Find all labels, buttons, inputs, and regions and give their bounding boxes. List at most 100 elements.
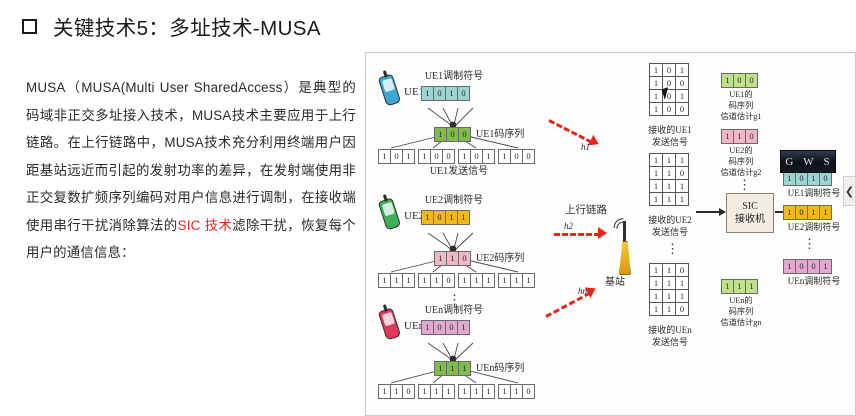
uplink-arrow-h1 (548, 119, 603, 150)
matrix-cell: 1 (662, 289, 676, 303)
sic-label-line2: 接收机 (735, 214, 765, 225)
bit-cell: 1 (819, 205, 832, 220)
ue2-est-line1: UE2的 (729, 146, 753, 155)
uen-est-line2: 码序列 (728, 307, 754, 316)
matrix-to-sic-line (696, 211, 720, 213)
matrix-cell: 1 (675, 89, 689, 103)
ue1-rx-label-1: 接收的UE1 (648, 125, 692, 135)
matrix-cell: 1 (662, 179, 676, 193)
ue1-rx-label-2: 发送信号 (651, 137, 688, 147)
paragraph-segment-2: 滤除干扰，恢复每个用户的通信信息： (26, 217, 356, 261)
uen-rx-label-1: 接收的UEn (648, 325, 692, 335)
ue1-mod-label: UE1调制符号 (424, 71, 484, 82)
estimates-ellipsis: ⋮ (738, 177, 751, 192)
ue1-mod-bits: 1 0 1 0 (421, 86, 470, 101)
matrix-cell: 1 (662, 302, 676, 316)
bit-cell: 1 (421, 320, 434, 335)
bit-group: 1 0 0 (418, 149, 455, 164)
ue2-mod-bits: 1 0 1 1 (421, 210, 470, 225)
matrix-cell: 1 (675, 192, 689, 206)
bit-cell: 0 (522, 149, 535, 164)
uen-mod-label: UEn调制符号 (424, 305, 484, 316)
matrix-cell: 1 (662, 153, 676, 167)
uplink-arrow-h2 (554, 227, 614, 239)
bit-group: 1 1 1 (458, 384, 495, 399)
paragraph-segment-1: MUSA（MUSA(Multi User SharedAccess）是典型的码域… (26, 80, 356, 233)
bit-cell: 1 (458, 361, 471, 376)
matrix-cell: 1 (649, 276, 663, 290)
uplink-label: 上行链路 (565, 205, 607, 216)
matrix-cell: 1 (662, 263, 676, 277)
bit-group: 1 0 1 (458, 149, 495, 164)
ue1-est-line2: 码序列 (728, 101, 754, 110)
musa-architecture-diagram: UE1 UE1调制符号 1 0 1 0 1 0 0 UE1码序列 1 0 1 1… (365, 52, 856, 416)
ue2-rx-label-2: 发送信号 (651, 227, 688, 237)
uen-code-estimate-bits: 1 1 1 (721, 279, 758, 294)
ue2-rx-label-1: 接收的UE2 (648, 215, 692, 225)
uen-output-label: UEn调制符号 (787, 276, 841, 286)
uen-phone-icon (377, 307, 402, 341)
sic-label-line1: SIC (742, 201, 758, 212)
uen-tx-signal: 1 1 0 1 1 1 1 1 1 1 1 0 (378, 384, 535, 399)
bit-group: 1 1 0 (378, 384, 415, 399)
sic-receiver-box: SIC 接收机 (726, 193, 774, 233)
bit-cell: 0 (522, 384, 535, 399)
matrix-cell: 1 (675, 276, 689, 290)
watermark-letter-s: S (823, 155, 831, 168)
ue2-tx-signal: 1 1 1 1 1 0 1 1 1 1 1 1 (378, 273, 535, 288)
bit-cell: 1 (510, 384, 523, 399)
bit-group: 1 1 1 (498, 273, 535, 288)
matrix-cell: 0 (662, 89, 676, 103)
hollow-square-bullet-icon (22, 18, 37, 34)
bit-group: 1 1 1 (418, 384, 455, 399)
bit-cell: 1 (402, 149, 415, 164)
matrix-cell: 1 (675, 289, 689, 303)
bit-cell: 0 (402, 384, 415, 399)
matrix-cell: 1 (675, 63, 689, 77)
uen-output-bits: 1 0 0 1 (783, 259, 832, 274)
ue1-code-label: UE1码序列 (476, 129, 525, 140)
channel-label-hn: hn (578, 286, 587, 296)
matrix-cell: 1 (649, 153, 663, 167)
ue2-mod-label: UE2调制符号 (424, 195, 484, 206)
matrix-cell: 0 (675, 102, 689, 116)
matrix-cell: 1 (649, 302, 663, 316)
ue2-est-line3: 信道估计g2 (720, 168, 762, 177)
matrix-cell: 1 (662, 276, 676, 290)
ue1-phone-icon (377, 73, 402, 107)
bit-cell: 0 (745, 129, 758, 144)
edge-collapse-arrow-button[interactable]: ❮ (843, 176, 856, 206)
uen-code-bits: 1 1 1 (434, 361, 471, 376)
ue2-device-label: UE2 (404, 210, 425, 222)
ue2-code-bits: 1 1 0 (434, 251, 471, 266)
matrix-cell: 1 (662, 192, 676, 206)
ue2-code-estimate-bits: 1 1 0 (721, 129, 758, 144)
page-title-text: 关键技术5：多址技术-MUSA (53, 17, 321, 40)
base-station-tower-icon (609, 213, 640, 275)
bit-cell: 1 (807, 205, 820, 220)
bit-cell: 1 (482, 384, 495, 399)
watermark-letter-w: W (803, 155, 815, 168)
chevron-left-icon: ❮ (844, 185, 855, 198)
matrix-cell: 1 (649, 102, 663, 116)
matrix-cell: 1 (675, 153, 689, 167)
matrix-cell: 0 (662, 76, 676, 90)
bit-cell: 0 (442, 149, 455, 164)
matrix-cell: 1 (649, 192, 663, 206)
ue2-est-line2: 码序列 (728, 157, 754, 166)
uen-rx-label-2: 发送信号 (651, 337, 688, 347)
bit-cell: 0 (458, 251, 471, 266)
ue1-est-line3: 信道估计g1 (720, 112, 762, 121)
uen-est-line3: 信道估计gn (720, 318, 762, 327)
channel-label-h1: h1 (581, 142, 590, 152)
